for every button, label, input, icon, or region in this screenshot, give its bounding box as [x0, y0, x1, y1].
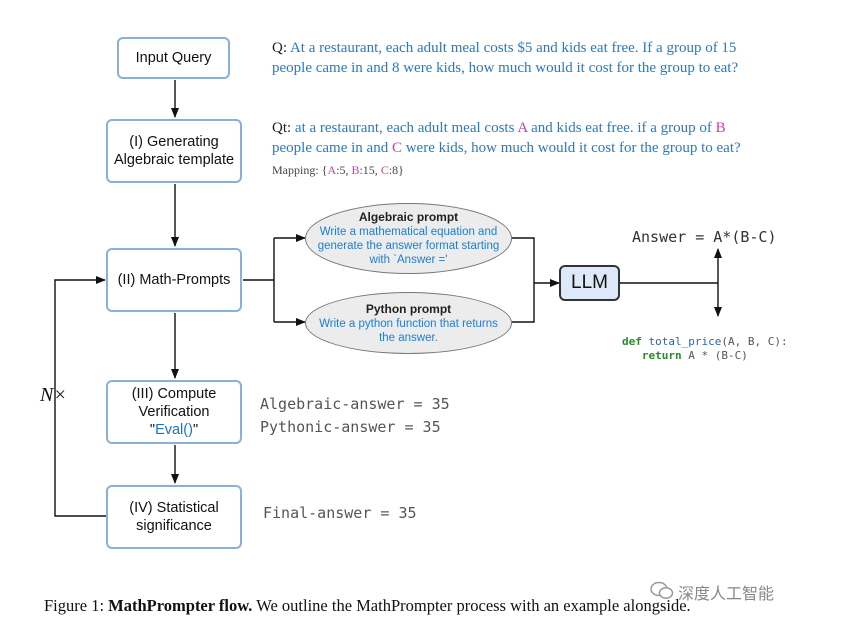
template-l1-a: at a restaurant, each adult meal costs	[294, 120, 515, 136]
question-line1-text: At a restaurant, each adult meal costs $…	[289, 40, 737, 56]
step2-box: (II) Math-Prompts	[106, 248, 242, 312]
template-l2-a: people came in and	[272, 140, 389, 156]
llm-label: LLM	[571, 272, 608, 293]
step3-line1: (III) Compute	[131, 386, 217, 402]
mapping-b-val: :15,	[359, 163, 381, 177]
llm-box: LLM	[559, 265, 620, 301]
wechat-icon	[650, 581, 674, 599]
mapping-a-val: :5,	[336, 163, 352, 177]
mapping-b-key: B	[351, 163, 360, 177]
step4-line1: (IV) Statistical	[129, 500, 219, 516]
caption-bold: MathPrompter flow.	[108, 596, 253, 615]
python-prompt-oval: Python prompt Write a python function th…	[305, 292, 512, 354]
caption-rest: We outline the MathPrompter process with…	[256, 596, 691, 615]
eval-quote-close: "	[192, 422, 199, 438]
question-line2: people came in and 8 were kids, how much…	[272, 60, 739, 76]
question-label: Q:	[272, 40, 287, 56]
template-l1-b: and kids eat free. if a group of	[531, 120, 712, 136]
input-query-box: Input Query	[117, 37, 230, 79]
step3-line3: "Eval()"	[150, 421, 198, 439]
template-text: Qt: at a restaurant, each adult meal cos…	[272, 118, 741, 158]
mapping-prefix: Mapping: {	[272, 163, 328, 177]
watermark-text: 深度人工智能	[678, 584, 775, 603]
input-query-label: Input Query	[135, 50, 212, 66]
code-def: def	[622, 335, 642, 348]
python-code: def total_price(A, B, C): return A * (B-…	[622, 321, 788, 377]
code-line1: def total_price(A, B, C):	[622, 335, 788, 349]
mapping-text: Mapping: {A:5, B:15, C:8}	[272, 163, 404, 178]
template-label: Qt:	[272, 120, 292, 136]
python-prompt-line2: the answer.	[379, 331, 438, 344]
code-return-expr: A * (B-C)	[688, 349, 748, 362]
caption-prefix: Figure 1:	[44, 596, 105, 615]
eval-quote-open: "	[149, 422, 156, 438]
loop-label: N×	[40, 384, 67, 406]
template-var-c: C	[391, 140, 402, 156]
question-line1: Q: At a restaurant, each adult meal cost…	[272, 38, 738, 58]
python-prompt-line1: Write a python function that returns	[319, 317, 498, 330]
algebraic-answer: Algebraic-answer = 35	[260, 395, 450, 413]
figure-caption: Figure 1: MathPrompter flow. We outline …	[44, 596, 691, 616]
pythonic-answer: Pythonic-answer = 35	[260, 418, 441, 436]
mapping-c-key: C	[380, 163, 389, 177]
algebraic-prompt-line2: generate the answer format starting	[317, 240, 500, 252]
step1-box: (I) Generating Algebraic template	[106, 119, 242, 183]
python-prompt-title: Python prompt	[365, 301, 452, 316]
eval-text: Eval()	[155, 422, 193, 438]
template-var-a: A	[517, 120, 528, 136]
code-return: return	[641, 349, 682, 362]
mapping-a-key: A	[327, 163, 337, 177]
question-text: Q: At a restaurant, each adult meal cost…	[272, 38, 738, 78]
step1-line2: Algebraic template	[113, 152, 235, 168]
step2-label: (II) Math-Prompts	[117, 272, 231, 288]
step3-box: (III) Compute Verification "Eval()"	[106, 380, 242, 444]
template-line1: Qt: at a restaurant, each adult meal cos…	[272, 118, 741, 138]
algebraic-prompt-line3: with `Answer ='	[369, 254, 448, 266]
template-line2: people came in and C were kids, how much…	[272, 138, 741, 158]
loop-line	[54, 276, 106, 517]
code-fn-name: total_price	[648, 335, 722, 348]
step4-line2: significance	[136, 518, 212, 534]
template-var-b: B	[715, 120, 726, 136]
algebraic-prompt-oval: Algebraic prompt Write a mathematical eq…	[305, 203, 512, 274]
final-answer: Final-answer = 35	[263, 504, 417, 522]
line-python-out	[512, 283, 535, 323]
line-algebraic-out	[512, 237, 535, 283]
code-line2: return A * (B-C)	[622, 349, 788, 363]
step3-line2: Verification	[138, 404, 210, 420]
mapping-c-val: :8}	[388, 163, 404, 177]
template-l2-b: were kids, how much would it cost for th…	[405, 140, 741, 156]
step1-line1: (I) Generating	[129, 134, 219, 150]
answer-expression: Answer = A*(B-C)	[632, 228, 777, 246]
code-sig: (A, B, C):	[721, 335, 788, 348]
algebraic-prompt-title: Algebraic prompt	[358, 210, 459, 224]
step4-box: (IV) Statistical significance	[106, 485, 242, 549]
algebraic-prompt-line1: Write a mathematical equation and	[319, 226, 498, 238]
